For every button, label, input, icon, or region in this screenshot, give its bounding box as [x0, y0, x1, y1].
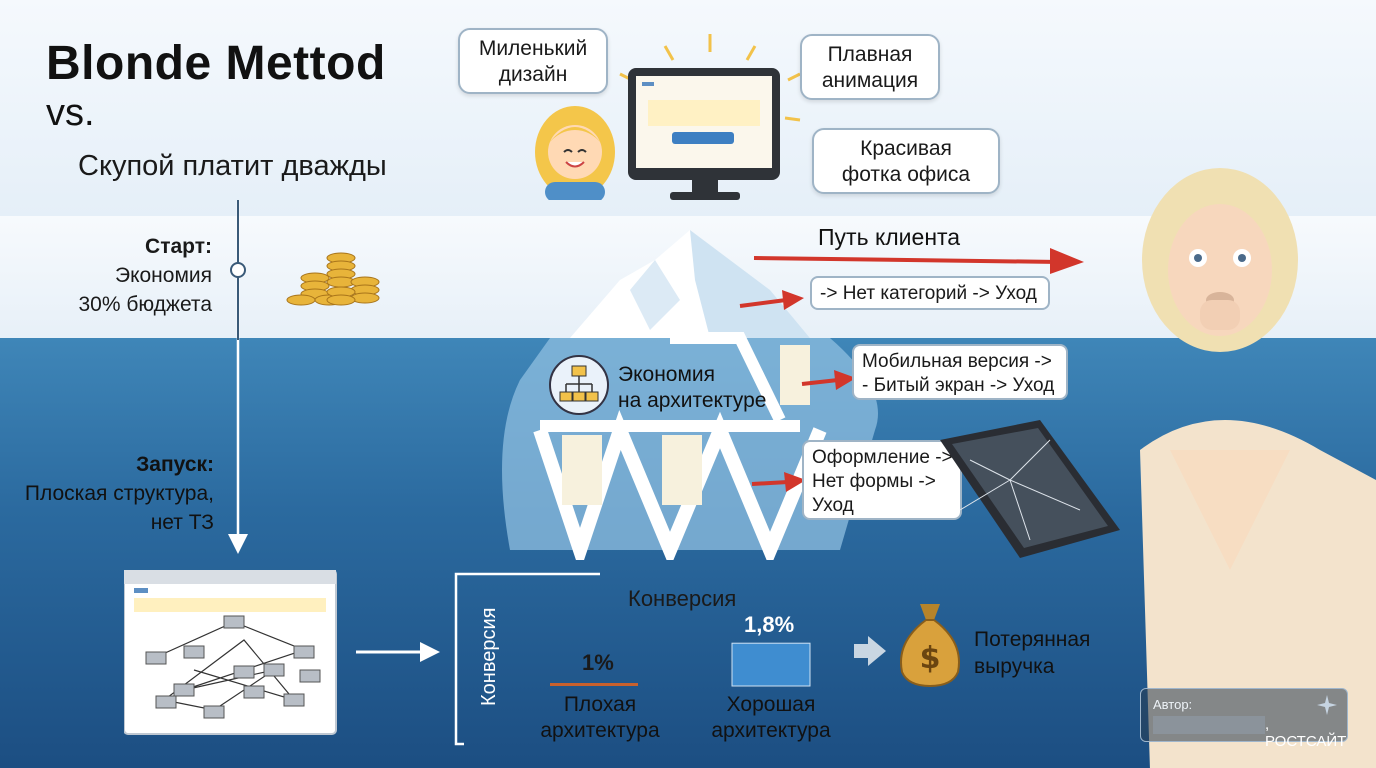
- tag-design-form: Оформление -> Нет формы -> Уход: [802, 440, 962, 520]
- chart-bars: [550, 642, 811, 687]
- bubble-smooth-animation-line2: анимация: [821, 69, 919, 92]
- arrow-mobile: [801, 370, 856, 390]
- bubble-office-photo-line1: Красивая: [860, 137, 952, 160]
- launch-line2: нет ТЗ: [150, 511, 214, 534]
- client-path-label: Путь клиента: [818, 224, 961, 250]
- tag-design-line3: Уход: [812, 495, 854, 516]
- bubble-cute-design: Миленький дизайн: [458, 28, 608, 94]
- client-path-arrow: [753, 248, 1084, 274]
- shocked-woman-illustration: [1140, 168, 1376, 768]
- chart-category-good: Хорошая архитектура: [710, 692, 832, 744]
- versus-label: vs.: [46, 92, 95, 134]
- lost-revenue-label: Потерянная выручка: [974, 626, 1090, 680]
- author-company: , РОСТСАЙТ: [1265, 716, 1347, 750]
- start-title: Старт:: [145, 235, 212, 258]
- bubble-office-photo-line2: фотка офиса: [841, 163, 971, 186]
- bubble-cute-design-line2: дизайн: [498, 63, 568, 86]
- chart-axis: [454, 572, 600, 746]
- chart-title: Конверсия: [628, 586, 737, 611]
- author-name-redacted: [1153, 716, 1265, 734]
- money-bag-icon: $: [900, 604, 960, 688]
- timeline-line: [228, 200, 248, 554]
- chart-category-bad: Плохая архитектура: [540, 692, 660, 744]
- chart-ylabel: Конверсия: [478, 607, 500, 706]
- timeline-start: Старт: Экономия 30% бюджета: [40, 232, 212, 319]
- start-line2: 30% бюджета: [78, 293, 212, 316]
- tag-mobile-line1: Мобильная версия ->: [862, 351, 1052, 372]
- bubble-smooth-animation-line1: Плавная: [827, 43, 913, 66]
- tag-design-line1: Оформление ->: [812, 447, 953, 468]
- architecture-saving-line1: Экономия: [618, 363, 716, 386]
- architecture-saving-label: Экономия на архитектуре: [618, 362, 766, 414]
- tag-mobile-line2: - Битый экран -> Уход: [862, 375, 1055, 396]
- launch-title: Запуск:: [136, 453, 214, 476]
- happy-girl-icon: [535, 106, 615, 200]
- sparkle-icon: [1317, 695, 1337, 715]
- chart-category-good-line1: Хорошая: [726, 693, 816, 716]
- monitor-icon: [619, 34, 801, 200]
- arrow-design: [751, 472, 806, 492]
- page-title: Blonde Mettod: [46, 37, 386, 90]
- arrow-no-categories: [739, 290, 804, 310]
- page-subtitle: Скупой платит дважды: [78, 150, 387, 182]
- tag-design-line2: Нет формы ->: [812, 471, 936, 492]
- svg-text:$: $: [920, 641, 941, 676]
- arrow-lost-revenue: [854, 636, 886, 666]
- chart-category-bad-line1: Плохая: [563, 693, 637, 716]
- chart-category-good-line2: архитектура: [711, 719, 831, 742]
- chart-value-label-bad: 1%: [582, 650, 614, 675]
- launch-line1: Плоская структура,: [24, 482, 214, 505]
- lost-revenue-line1: Потерянная: [974, 628, 1091, 651]
- bubble-cute-design-line1: Миленький: [478, 37, 588, 60]
- arrow-to-chart: [356, 642, 440, 662]
- author-box: Автор: , РОСТСАЙТ: [1140, 688, 1348, 750]
- start-line1: Экономия: [114, 264, 212, 287]
- lost-revenue-line2: выручка: [974, 655, 1055, 678]
- bubble-office-photo: Красивая фотка офиса: [812, 128, 1000, 194]
- tag-no-categories: -> Нет категорий -> Уход: [810, 276, 1050, 310]
- conversion-chart: [454, 572, 811, 746]
- chart-bar-good: [731, 642, 811, 687]
- timeline-launch: Запуск: Плоская структура, нет ТЗ: [0, 450, 214, 537]
- tag-mobile: Мобильная версия -> - Битый экран -> Ухо…: [852, 344, 1068, 400]
- author-label: Автор:: [1153, 697, 1193, 712]
- broken-tablet-icon: [940, 420, 1120, 558]
- chart-value-label-good: 1,8%: [744, 612, 795, 637]
- chart-bar-bad: [550, 683, 638, 686]
- bubble-smooth-animation: Плавная анимация: [800, 34, 940, 100]
- sitemap-icon: [549, 355, 609, 415]
- coins-icon: [286, 252, 380, 306]
- messy-sitemap-browser: [124, 570, 337, 735]
- architecture-saving-line2: на архитектуре: [618, 389, 767, 412]
- chart-category-bad-line2: архитектура: [540, 719, 660, 742]
